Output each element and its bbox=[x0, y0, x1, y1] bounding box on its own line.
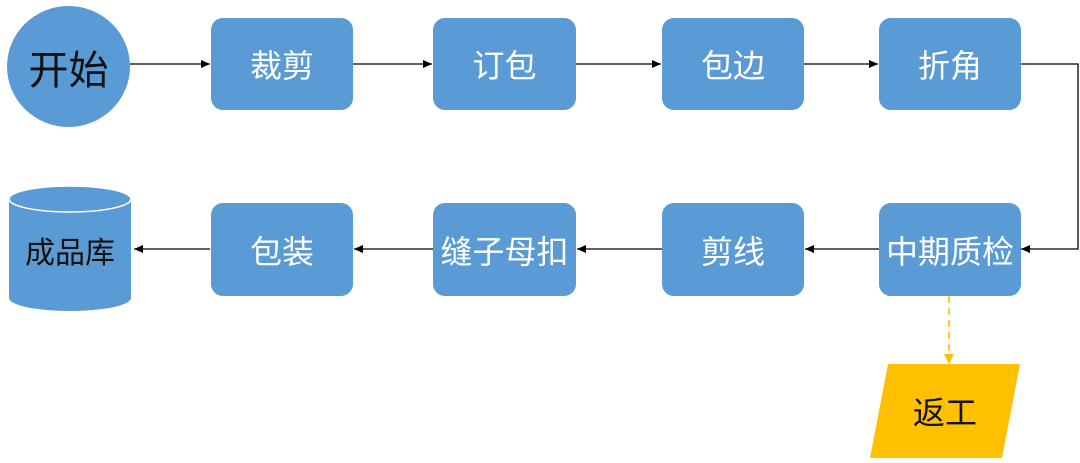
step-edge-label: 包边 bbox=[700, 47, 765, 85]
step-midterm-qc: 中期质检 bbox=[879, 203, 1021, 296]
arrow-fold-to-qc bbox=[1020, 63, 1079, 253]
step-fold-corner: 折角 bbox=[879, 18, 1021, 110]
step-bind: 订包 bbox=[433, 18, 576, 110]
step-pack-label: 包装 bbox=[249, 232, 314, 271]
step-fold-corner-label: 折角 bbox=[917, 47, 982, 85]
store-label: 成品库 bbox=[25, 236, 115, 271]
step-cut: 裁剪 bbox=[211, 18, 353, 110]
step-cut-label: 裁剪 bbox=[249, 47, 314, 85]
step-trim-thread: 剪线 bbox=[662, 203, 804, 296]
start-label: 开始 bbox=[28, 47, 109, 94]
rework-label: 返工 bbox=[912, 394, 977, 432]
step-snap-button: 缝子母扣 bbox=[433, 203, 576, 296]
store-cylinder bbox=[8, 185, 132, 311]
step-edge: 包边 bbox=[662, 18, 804, 110]
step-pack: 包装 bbox=[211, 203, 353, 296]
step-bind-label: 订包 bbox=[472, 47, 537, 85]
step-midterm-qc-label: 中期质检 bbox=[885, 232, 1014, 271]
start-node: 开始 bbox=[7, 6, 130, 127]
step-snap-button-label: 缝子母扣 bbox=[440, 232, 569, 271]
rework-node bbox=[870, 364, 1020, 458]
step-trim-thread-label: 剪线 bbox=[700, 232, 765, 271]
